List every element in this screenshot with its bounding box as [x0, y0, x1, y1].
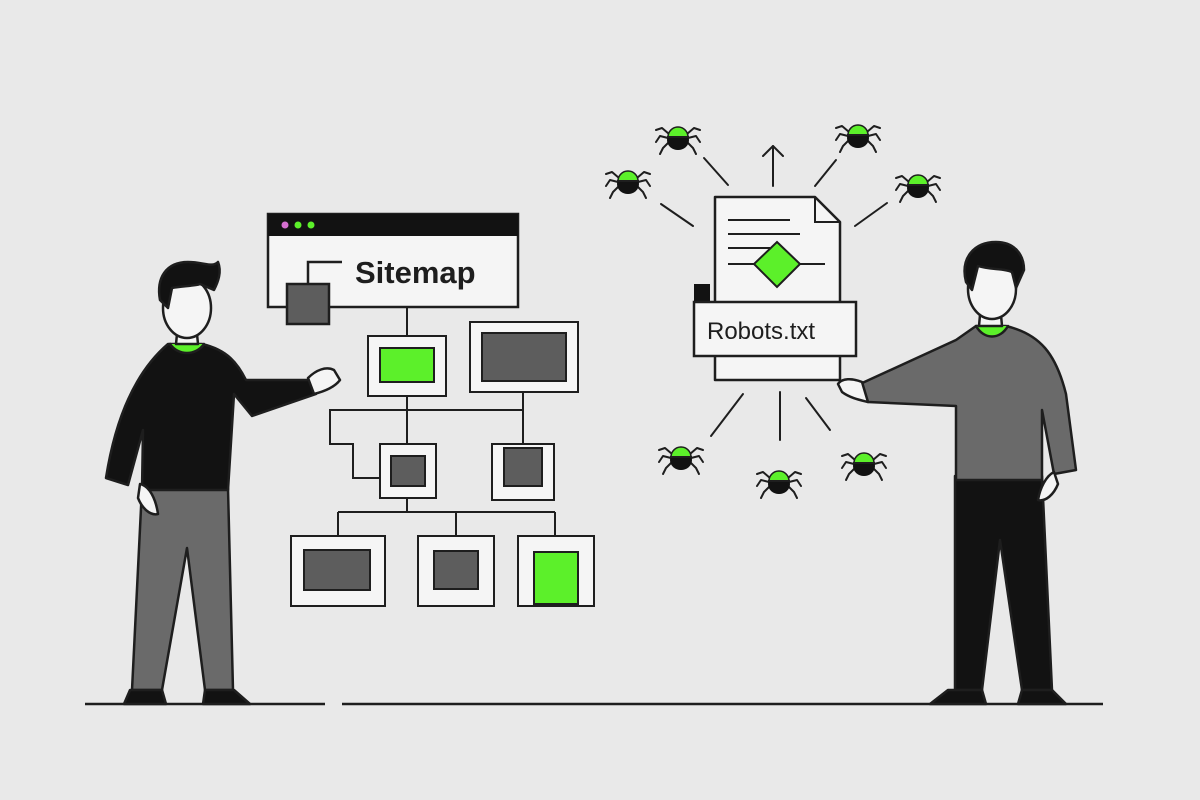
sitemap-node: [469, 321, 579, 393]
sitemap-window: Sitemap: [266, 212, 520, 326]
diamond-icon: [752, 240, 802, 289]
robots-diagram: Robots.txt: [605, 124, 941, 499]
sitemap-node: [491, 443, 555, 501]
sitemap-label: Sitemap: [355, 255, 476, 290]
spider-bot-icon: [655, 126, 701, 155]
spider-bot-icon: [835, 124, 881, 153]
spider-bot-icon: [895, 174, 941, 203]
sitemap-node-green: [517, 535, 595, 607]
spider-bot-icon: [658, 446, 704, 475]
sitemap-diagram: Sitemap: [266, 212, 595, 607]
sitemap-node-green: [367, 335, 447, 397]
robots-label-panel: Robots.txt: [692, 284, 858, 358]
sitemap-connectors: [329, 307, 556, 536]
window-dots-icon: [281, 221, 315, 229]
arrow-up-icon: [762, 145, 784, 187]
robots-label: Robots.txt: [707, 318, 815, 345]
sitemap-node: [417, 535, 495, 607]
person-left: [104, 260, 342, 706]
person-right: [836, 240, 1078, 706]
spider-bot-icon: [605, 170, 651, 199]
sitemap-node: [290, 535, 386, 607]
crawler-rays: [660, 157, 888, 441]
spider-bot-icon: [756, 470, 802, 499]
spider-bot-icon: [841, 452, 887, 481]
sitemap-node: [379, 443, 437, 499]
